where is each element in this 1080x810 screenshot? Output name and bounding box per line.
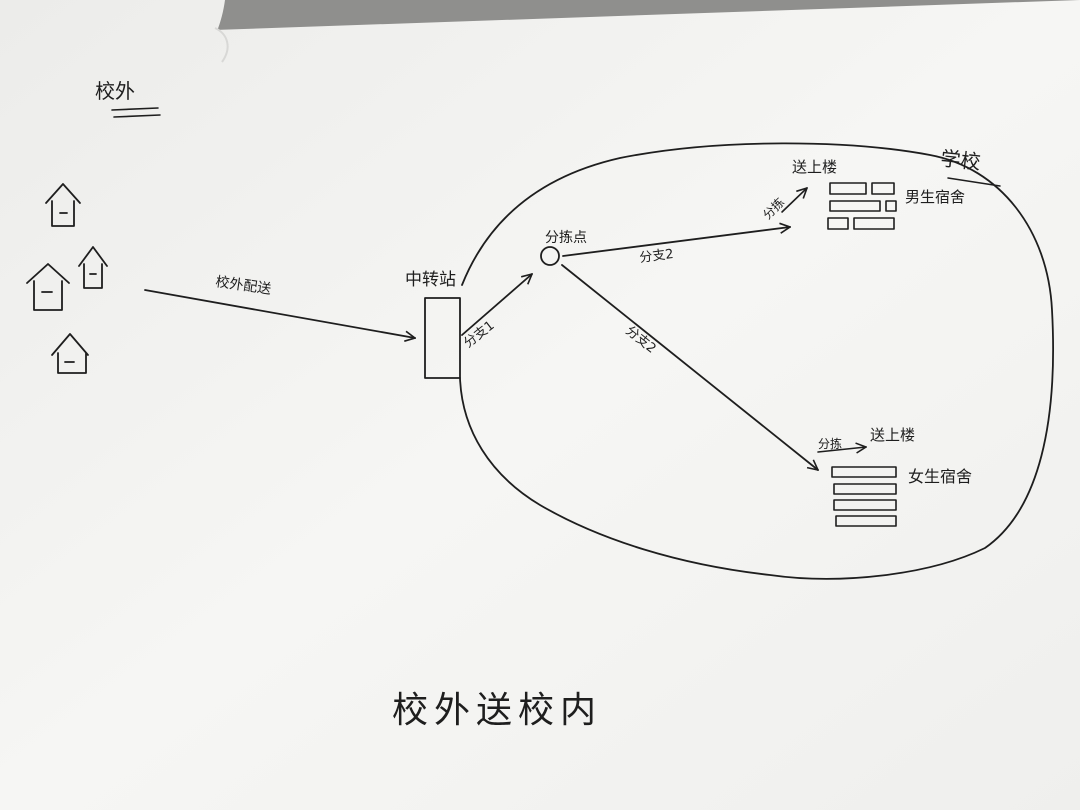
house-icon	[45, 183, 81, 227]
upstairs-girls-label: 送上楼	[870, 426, 915, 444]
sub-station-node	[540, 246, 560, 266]
outside-area-underline	[111, 107, 161, 118]
split-boys-arrow	[781, 188, 807, 213]
branch-2-boys-label: 分支2	[639, 247, 675, 266]
transfer-station-label: 中转站	[405, 270, 456, 290]
upstairs-boys-label: 送上楼	[792, 158, 837, 176]
school-label-underline	[947, 177, 1001, 187]
diagram-caption: 校外送校内	[392, 690, 602, 731]
house-icons	[26, 183, 108, 374]
split-girls-arrow	[817, 447, 866, 452]
paper-fold	[214, 27, 229, 63]
split-girls-label: 分拣	[818, 436, 842, 451]
branch-2-girls-arrow	[561, 264, 818, 470]
house-icon	[26, 263, 70, 311]
transfer-station-box	[424, 297, 461, 379]
school-label: 学校	[939, 146, 981, 174]
girls-dorm-building	[831, 466, 897, 527]
boys-dorm-label: 男生宿舍	[905, 188, 965, 206]
branch-2-boys-arrow	[562, 227, 790, 257]
branch-1-arrow	[461, 274, 532, 336]
outside-area-label: 校外	[95, 79, 135, 103]
house-icon	[51, 333, 89, 374]
boys-dorm-building	[827, 182, 897, 230]
house-icon	[78, 246, 108, 289]
school-boundary	[459, 142, 1054, 580]
sub-station-label: 分拣点	[545, 230, 587, 246]
outside-delivery-arrow	[144, 289, 415, 338]
girls-dorm-label: 女生宿舍	[908, 467, 972, 486]
